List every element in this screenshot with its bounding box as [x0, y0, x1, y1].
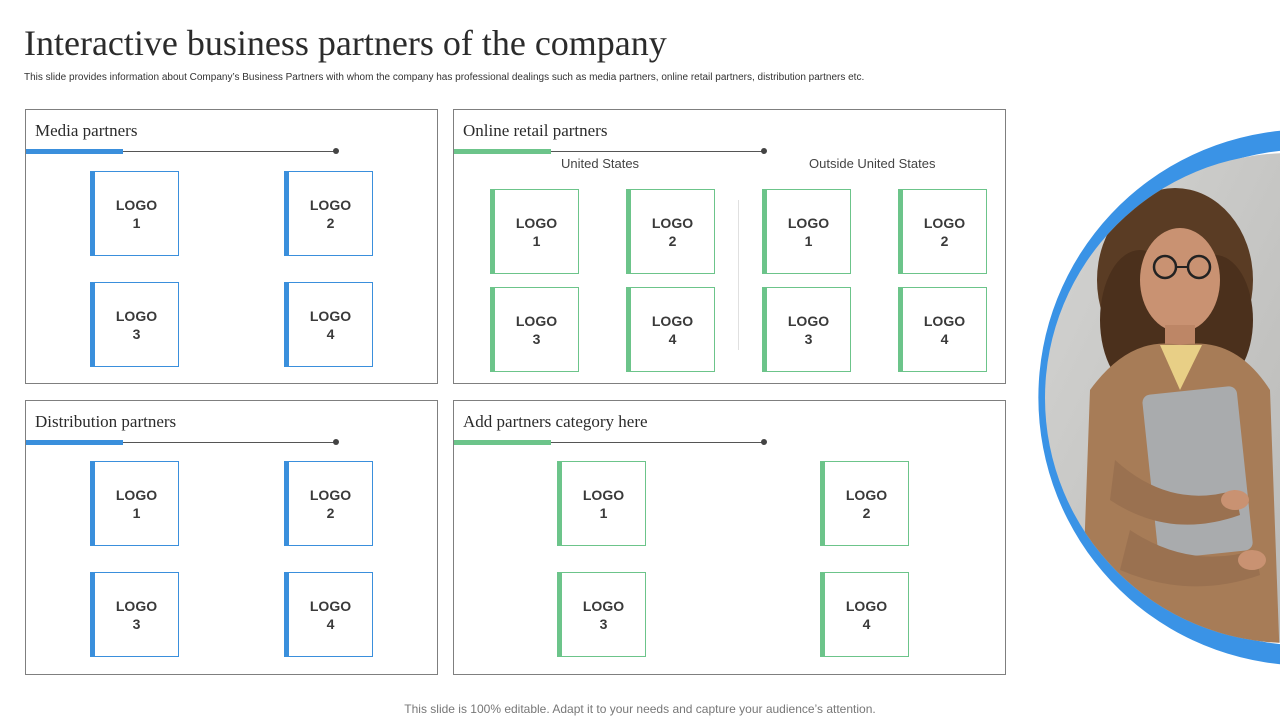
- logo-number: 2: [924, 232, 965, 250]
- underline-dot: [333, 148, 339, 154]
- decorative-photo: [1020, 130, 1280, 665]
- logo-word: LOGO: [846, 597, 887, 615]
- underline-dot: [333, 439, 339, 445]
- slide-title: Interactive business partners of the com…: [24, 22, 667, 64]
- logo-word: LOGO: [583, 486, 624, 504]
- distribution-partners-heading: Distribution partners: [35, 412, 176, 432]
- logo-number: 3: [516, 330, 557, 348]
- logo-word: LOGO: [846, 486, 887, 504]
- outside-us-region-label: Outside United States: [809, 156, 935, 171]
- logo-word: LOGO: [116, 307, 157, 325]
- logo-number: 1: [788, 232, 829, 250]
- logo-number: 1: [583, 504, 624, 522]
- logo-word: LOGO: [788, 312, 829, 330]
- logo-number: 4: [652, 330, 693, 348]
- logo-word: LOGO: [516, 312, 557, 330]
- logo-number: 4: [310, 325, 351, 343]
- custom-category-heading: Add partners category here: [463, 412, 648, 432]
- underline-dot: [761, 439, 767, 445]
- logo-number: 2: [652, 232, 693, 250]
- logo-number: 2: [846, 504, 887, 522]
- heading-accent: [26, 440, 123, 445]
- logo-word: LOGO: [583, 597, 624, 615]
- logo-number: 2: [310, 214, 351, 232]
- slide-subtitle: This slide provides information about Co…: [24, 72, 864, 83]
- region-divider: [738, 200, 739, 350]
- logo-word: LOGO: [310, 196, 351, 214]
- logo-word: LOGO: [116, 196, 157, 214]
- logo-word: LOGO: [310, 307, 351, 325]
- logo-word: LOGO: [652, 214, 693, 232]
- logo-word: LOGO: [652, 312, 693, 330]
- logo-word: LOGO: [116, 597, 157, 615]
- heading-accent: [454, 440, 551, 445]
- logo-number: 1: [516, 232, 557, 250]
- underline-dot: [761, 148, 767, 154]
- logo-number: 3: [116, 615, 157, 633]
- logo-word: LOGO: [924, 312, 965, 330]
- online-retail-partners-heading: Online retail partners: [463, 121, 607, 141]
- logo-word: LOGO: [310, 597, 351, 615]
- photo-circle: [1020, 130, 1280, 665]
- logo-number: 2: [310, 504, 351, 522]
- woman-with-laptop-photo: [1020, 130, 1280, 665]
- heading-accent: [26, 149, 123, 154]
- logo-number: 1: [116, 214, 157, 232]
- slide-footer: This slide is 100% editable. Adapt it to…: [0, 702, 1280, 716]
- heading-accent: [454, 149, 551, 154]
- media-partners-heading: Media partners: [35, 121, 137, 141]
- logo-number: 3: [788, 330, 829, 348]
- us-region-label: United States: [561, 156, 639, 171]
- online-retail-partners-panel: Online retail partners United States Out…: [453, 109, 1006, 384]
- logo-number: 1: [116, 504, 157, 522]
- logo-word: LOGO: [116, 486, 157, 504]
- logo-word: LOGO: [788, 214, 829, 232]
- logo-number: 4: [924, 330, 965, 348]
- logo-word: LOGO: [924, 214, 965, 232]
- logo-number: 3: [583, 615, 624, 633]
- logo-number: 3: [116, 325, 157, 343]
- logo-number: 4: [846, 615, 887, 633]
- logo-word: LOGO: [516, 214, 557, 232]
- logo-number: 4: [310, 615, 351, 633]
- logo-word: LOGO: [310, 486, 351, 504]
